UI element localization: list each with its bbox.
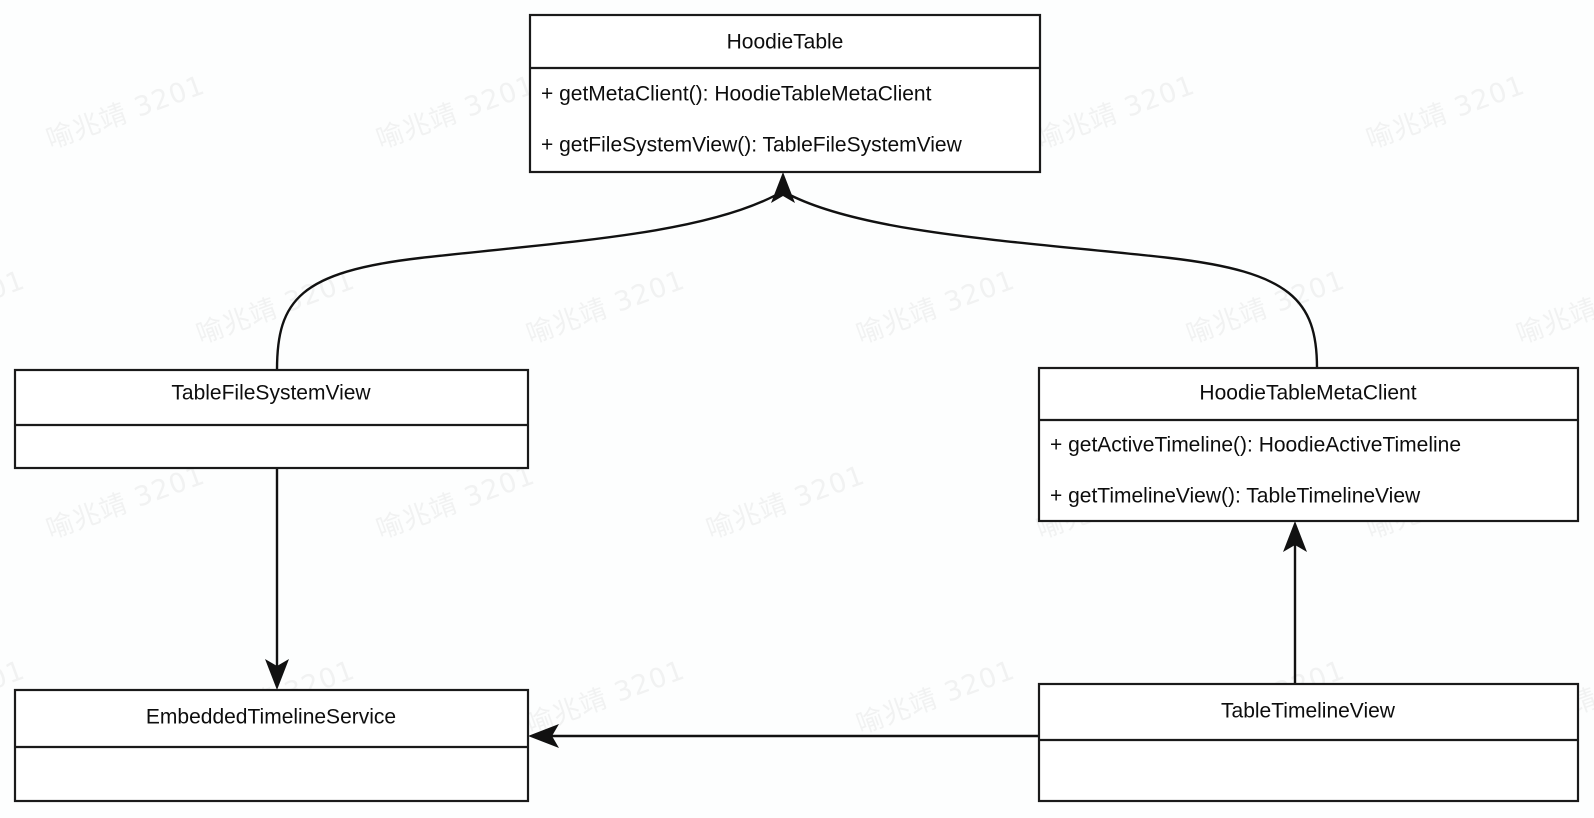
class-name-table-timeline-view: TableTimelineView: [1221, 700, 1396, 723]
class-box-hoodie-table-meta-client[interactable]: HoodieTableMetaClient + getActiveTimelin…: [1037, 366, 1580, 523]
class-name-hoodie-table-meta-client: HoodieTableMetaClient: [1199, 382, 1416, 405]
edge-metaclient-to-hoodietable: [789, 193, 1319, 369]
class-name-hoodie-table: HoodieTable: [727, 31, 844, 54]
class-box-embedded-timeline-service[interactable]: EmbeddedTimelineService: [13, 688, 530, 803]
class-member: + getActiveTimeline(): HoodieActiveTimel…: [1050, 434, 1461, 457]
edge-timelineview-to-embeddedtimelineservice: [528, 724, 1039, 748]
edge-timelineview-to-metaclient: [1283, 521, 1307, 684]
class-box-table-timeline-view[interactable]: TableTimelineView: [1037, 682, 1580, 803]
class-box-hoodie-table[interactable]: HoodieTable + getMetaClient(): HoodieTab…: [528, 13, 1042, 174]
arrowhead-into-hoodietable: [771, 172, 795, 203]
class-member: + getTimelineView(): TableTimelineView: [1050, 485, 1421, 508]
edge-fsview-to-hoodietable: [275, 193, 777, 371]
class-box-table-file-system-view[interactable]: TableFileSystemView: [13, 368, 530, 470]
edge-fsview-to-embeddedtimelineservice: [265, 468, 289, 690]
class-member: + getFileSystemView(): TableFileSystemVi…: [541, 134, 963, 157]
class-member: + getMetaClient(): HoodieTableMetaClient: [541, 83, 932, 106]
relationship-edges: [265, 172, 1319, 748]
class-name-embedded-timeline-service: EmbeddedTimelineService: [146, 706, 396, 729]
class-name-table-file-system-view: TableFileSystemView: [171, 382, 371, 405]
